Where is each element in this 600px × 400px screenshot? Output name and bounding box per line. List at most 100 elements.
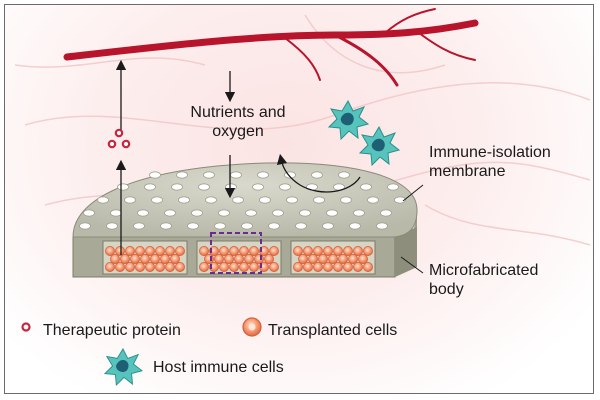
membrane-pore [257,171,269,179]
transplanted-cell [308,254,318,264]
membrane-pore [286,196,298,204]
membrane-pore [198,183,210,191]
device-illustration [14,8,591,387]
membrane-pore [151,196,163,204]
membrane-pore [376,222,388,230]
transplanted-cell [150,254,160,264]
immune-isolation-membrane [72,162,418,238]
transplanted-cell [115,262,125,272]
membrane-pore [133,222,145,230]
membrane-pore [340,196,352,204]
membrane-pore [149,171,161,179]
membrane-pointer [402,184,424,202]
membrane-pore [241,222,253,230]
transplanted-cell [219,262,229,272]
transplanted-cell [254,254,264,264]
transplanted-cell [298,254,308,264]
transplanted-cell [165,262,175,272]
transplanted-cell [249,246,259,256]
transplanted-cell [293,246,303,256]
transplanted-cell [125,246,135,256]
membrane-pore [245,209,257,217]
membrane-pore [97,196,109,204]
membrane-pore [252,183,264,191]
transplanted-cell [318,254,328,264]
transplanted-cell [229,262,239,272]
membrane-pore [272,209,284,217]
transplanted-cell [125,262,135,272]
transplanted-cell [293,262,303,272]
membrane-pore [311,171,323,179]
membrane-pore [79,222,91,230]
membrane-pore [137,209,149,217]
transplanted-cell [155,262,165,272]
transplanted-cell [313,262,323,272]
transplanted-cell [358,254,368,264]
transplanted-cell [229,246,239,256]
membrane-pore [259,196,271,204]
transplanted-cell [353,262,363,272]
membrane-pore [117,183,129,191]
blood-vessel [63,8,479,87]
transplanted-cell [214,254,224,264]
transplanted-cell [249,262,259,272]
transplanted-cell [323,262,333,272]
transplanted-cell [199,262,209,272]
membrane-pore [160,222,172,230]
membrane-pore [387,183,399,191]
membrane-pore [110,209,122,217]
body-label: Microfabricated body [429,262,539,298]
immune-blocked-arrow [276,153,361,193]
membrane-pore [360,183,372,191]
membrane-pore [230,171,242,179]
membrane-pore [205,196,217,204]
transplanted-cell [175,246,185,256]
membrane-pore [176,171,188,179]
body-pointer [400,256,424,274]
red-dot-icon [21,322,31,332]
membrane-pore [83,209,95,217]
transplanted-cell [135,246,145,256]
transplanted-cell [353,246,363,256]
membrane-pore [279,183,291,191]
membrane-pore [178,196,190,204]
membrane-pore [232,196,244,204]
transplanted-cell [323,246,333,256]
transplanted-cell [269,246,279,256]
transplanted-cell [348,254,358,264]
nutrients-label: Nutrients and oxygen [190,104,286,140]
transplanted-cell [120,254,130,264]
transplanted-cell [333,262,343,272]
transplanted-cell [328,254,338,264]
membrane-pore [144,183,156,191]
transplanted-cell [363,262,373,272]
transplanted-cell [145,246,155,256]
transplanted-cell [130,254,140,264]
membrane-pore [299,209,311,217]
membrane-pore [191,209,203,217]
transplanted-cell [199,246,209,256]
membrane-pore [214,222,226,230]
membrane-pore [124,196,136,204]
membrane-pore [171,183,183,191]
transplanted-cell [303,262,313,272]
highlight-box [210,232,262,274]
transplanted-cell [110,254,120,264]
membrane-pore [326,209,338,217]
membrane-pore [218,209,230,217]
transplanted-cell [135,262,145,272]
transplanted-cell [224,254,234,264]
transplanted-cell [333,246,343,256]
membrane-pore [380,209,392,217]
transplanted-cell [313,246,323,256]
immune-cell-icon [103,347,144,387]
legend-cells-label: Transplanted cells [268,322,398,339]
transplanted-cell [264,254,274,264]
membrane-pore [322,222,334,230]
membrane-pore [367,196,379,204]
membrane-pore [187,222,199,230]
transplanted-cell [105,262,115,272]
membrane-pore [353,209,365,217]
transplanted-cell [204,254,214,264]
transplanted-cell [160,254,170,264]
